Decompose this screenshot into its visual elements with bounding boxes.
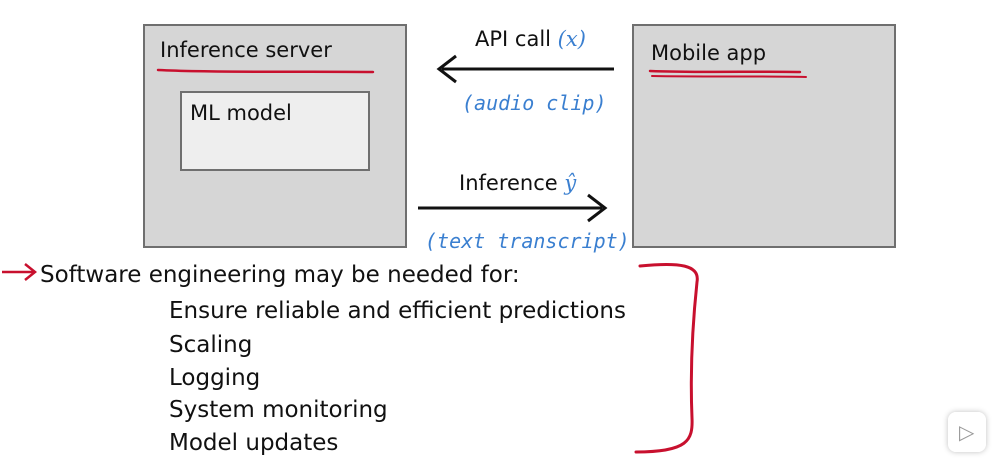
mobile-underline-second	[651, 75, 807, 78]
text-transcript-note: (text transcript)	[425, 229, 630, 253]
note-item: Logging	[169, 365, 261, 391]
note-item: Ensure reliable and efficient prediction…	[169, 298, 626, 324]
list-bracket	[634, 262, 699, 454]
note-item: System monitoring	[169, 397, 388, 423]
pointer-arrow-icon	[2, 263, 38, 281]
note-item: Scaling	[169, 332, 253, 358]
ml-model-label: ML model	[190, 101, 292, 125]
notes-heading: Software engineering may be needed for:	[40, 262, 520, 288]
request-arrow	[436, 54, 614, 84]
mobile-app-label: Mobile app	[651, 41, 767, 65]
prediction-symbol: ŷ	[564, 171, 577, 195]
ml-model-box	[180, 91, 370, 171]
inference-text: Inference	[459, 171, 558, 195]
play-icon: ▷	[959, 420, 975, 444]
mobile-app-box	[632, 24, 896, 248]
inference-server-label: Inference server	[160, 38, 332, 62]
server-underline	[156, 68, 375, 74]
mobile-underline	[648, 69, 802, 74]
input-symbol: (x)	[557, 27, 586, 51]
response-arrow	[418, 193, 608, 223]
play-button[interactable]: ▷	[948, 412, 986, 452]
inference-label: Inference ŷ	[459, 170, 576, 196]
audio-clip-note: (audio clip)	[462, 91, 607, 115]
api-call-text: API call	[475, 27, 551, 51]
api-call-label: API call (x)	[475, 26, 586, 52]
note-item: Model updates	[169, 430, 339, 456]
